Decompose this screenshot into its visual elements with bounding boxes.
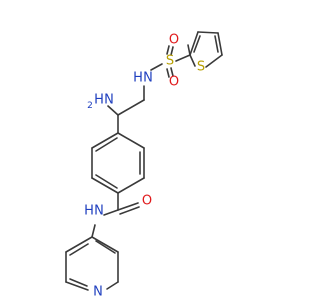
sulfonyl-o-bottom: O: [169, 75, 179, 90]
bond: [65, 281, 89, 291]
bond: [166, 45, 170, 55]
bond: [217, 32, 223, 56]
bond: [65, 236, 93, 253]
sulfonamide-n: N: [143, 71, 153, 86]
sulfonamide-h: H: [133, 71, 143, 86]
amine-h: H: [94, 93, 104, 108]
amide-n-label: H N: [84, 204, 104, 219]
bond: [91, 132, 119, 149]
bond: [107, 105, 119, 116]
bond: [95, 240, 116, 254]
bond: [117, 202, 139, 211]
bond: [189, 54, 196, 67]
bond: [170, 46, 174, 56]
bond: [197, 31, 219, 34]
bond: [91, 224, 96, 238]
bond: [166, 68, 170, 78]
bond: [175, 54, 191, 62]
sulfonyl-s: S: [166, 54, 174, 69]
bond: [117, 132, 145, 149]
sulfonamide-n-label: H N: [133, 71, 153, 86]
carbonyl-o: O: [142, 194, 152, 209]
bond: [170, 67, 174, 77]
amide-n: N: [94, 204, 104, 219]
bond: [103, 209, 119, 216]
molecule-structure: H 2 N H N S O O S O H N N: [65, 31, 223, 300]
bond: [91, 236, 119, 253]
bonds: [65, 31, 223, 291]
amide-h: H: [84, 204, 94, 219]
bond: [106, 281, 119, 290]
sulfonyl-o-top: O: [169, 33, 179, 48]
thiophene-s: S: [197, 60, 205, 75]
bond: [189, 31, 199, 56]
bond: [95, 174, 118, 189]
bond: [193, 35, 201, 53]
bond: [117, 99, 145, 116]
bond: [95, 137, 118, 152]
amine-label: H 2 N: [87, 93, 114, 112]
bond: [119, 206, 140, 215]
amine-n: N: [104, 93, 114, 108]
bond: [187, 44, 191, 56]
bond: [214, 35, 219, 53]
amine-h-count: 2: [87, 101, 93, 111]
bond: [69, 243, 89, 256]
pyridine-n: N: [93, 285, 103, 300]
bond: [150, 63, 163, 71]
bond: [117, 177, 145, 194]
bond: [205, 54, 223, 68]
bond: [69, 278, 88, 287]
bond: [91, 177, 119, 194]
